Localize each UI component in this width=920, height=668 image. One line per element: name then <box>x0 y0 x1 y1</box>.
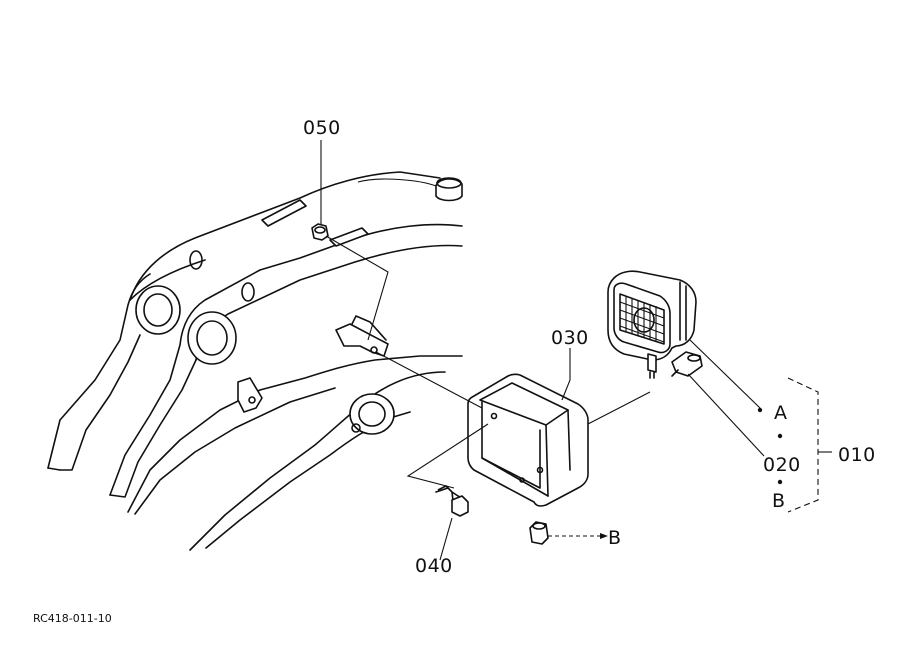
light-bracket <box>335 315 389 357</box>
label-010: 010 <box>838 444 876 466</box>
leader-lines <box>320 140 765 561</box>
part-040-bolt <box>435 485 469 517</box>
label-ref-a: A <box>774 402 788 424</box>
work-light-lamp <box>607 270 703 379</box>
label-040: 040 <box>415 555 453 577</box>
boom-frame <box>47 171 463 551</box>
label-ref-b: B <box>772 490 786 512</box>
label-020: 020 <box>763 454 801 476</box>
nut-b <box>529 521 549 545</box>
label-050: 050 <box>303 117 341 139</box>
drawing-code: RC418-011-10 <box>33 612 112 625</box>
part-050-nut <box>311 177 463 241</box>
group-bracket-010 <box>600 377 832 539</box>
label-ref-b-nut: B <box>608 527 622 549</box>
label-030: 030 <box>551 327 589 349</box>
part-030-housing <box>467 373 589 507</box>
